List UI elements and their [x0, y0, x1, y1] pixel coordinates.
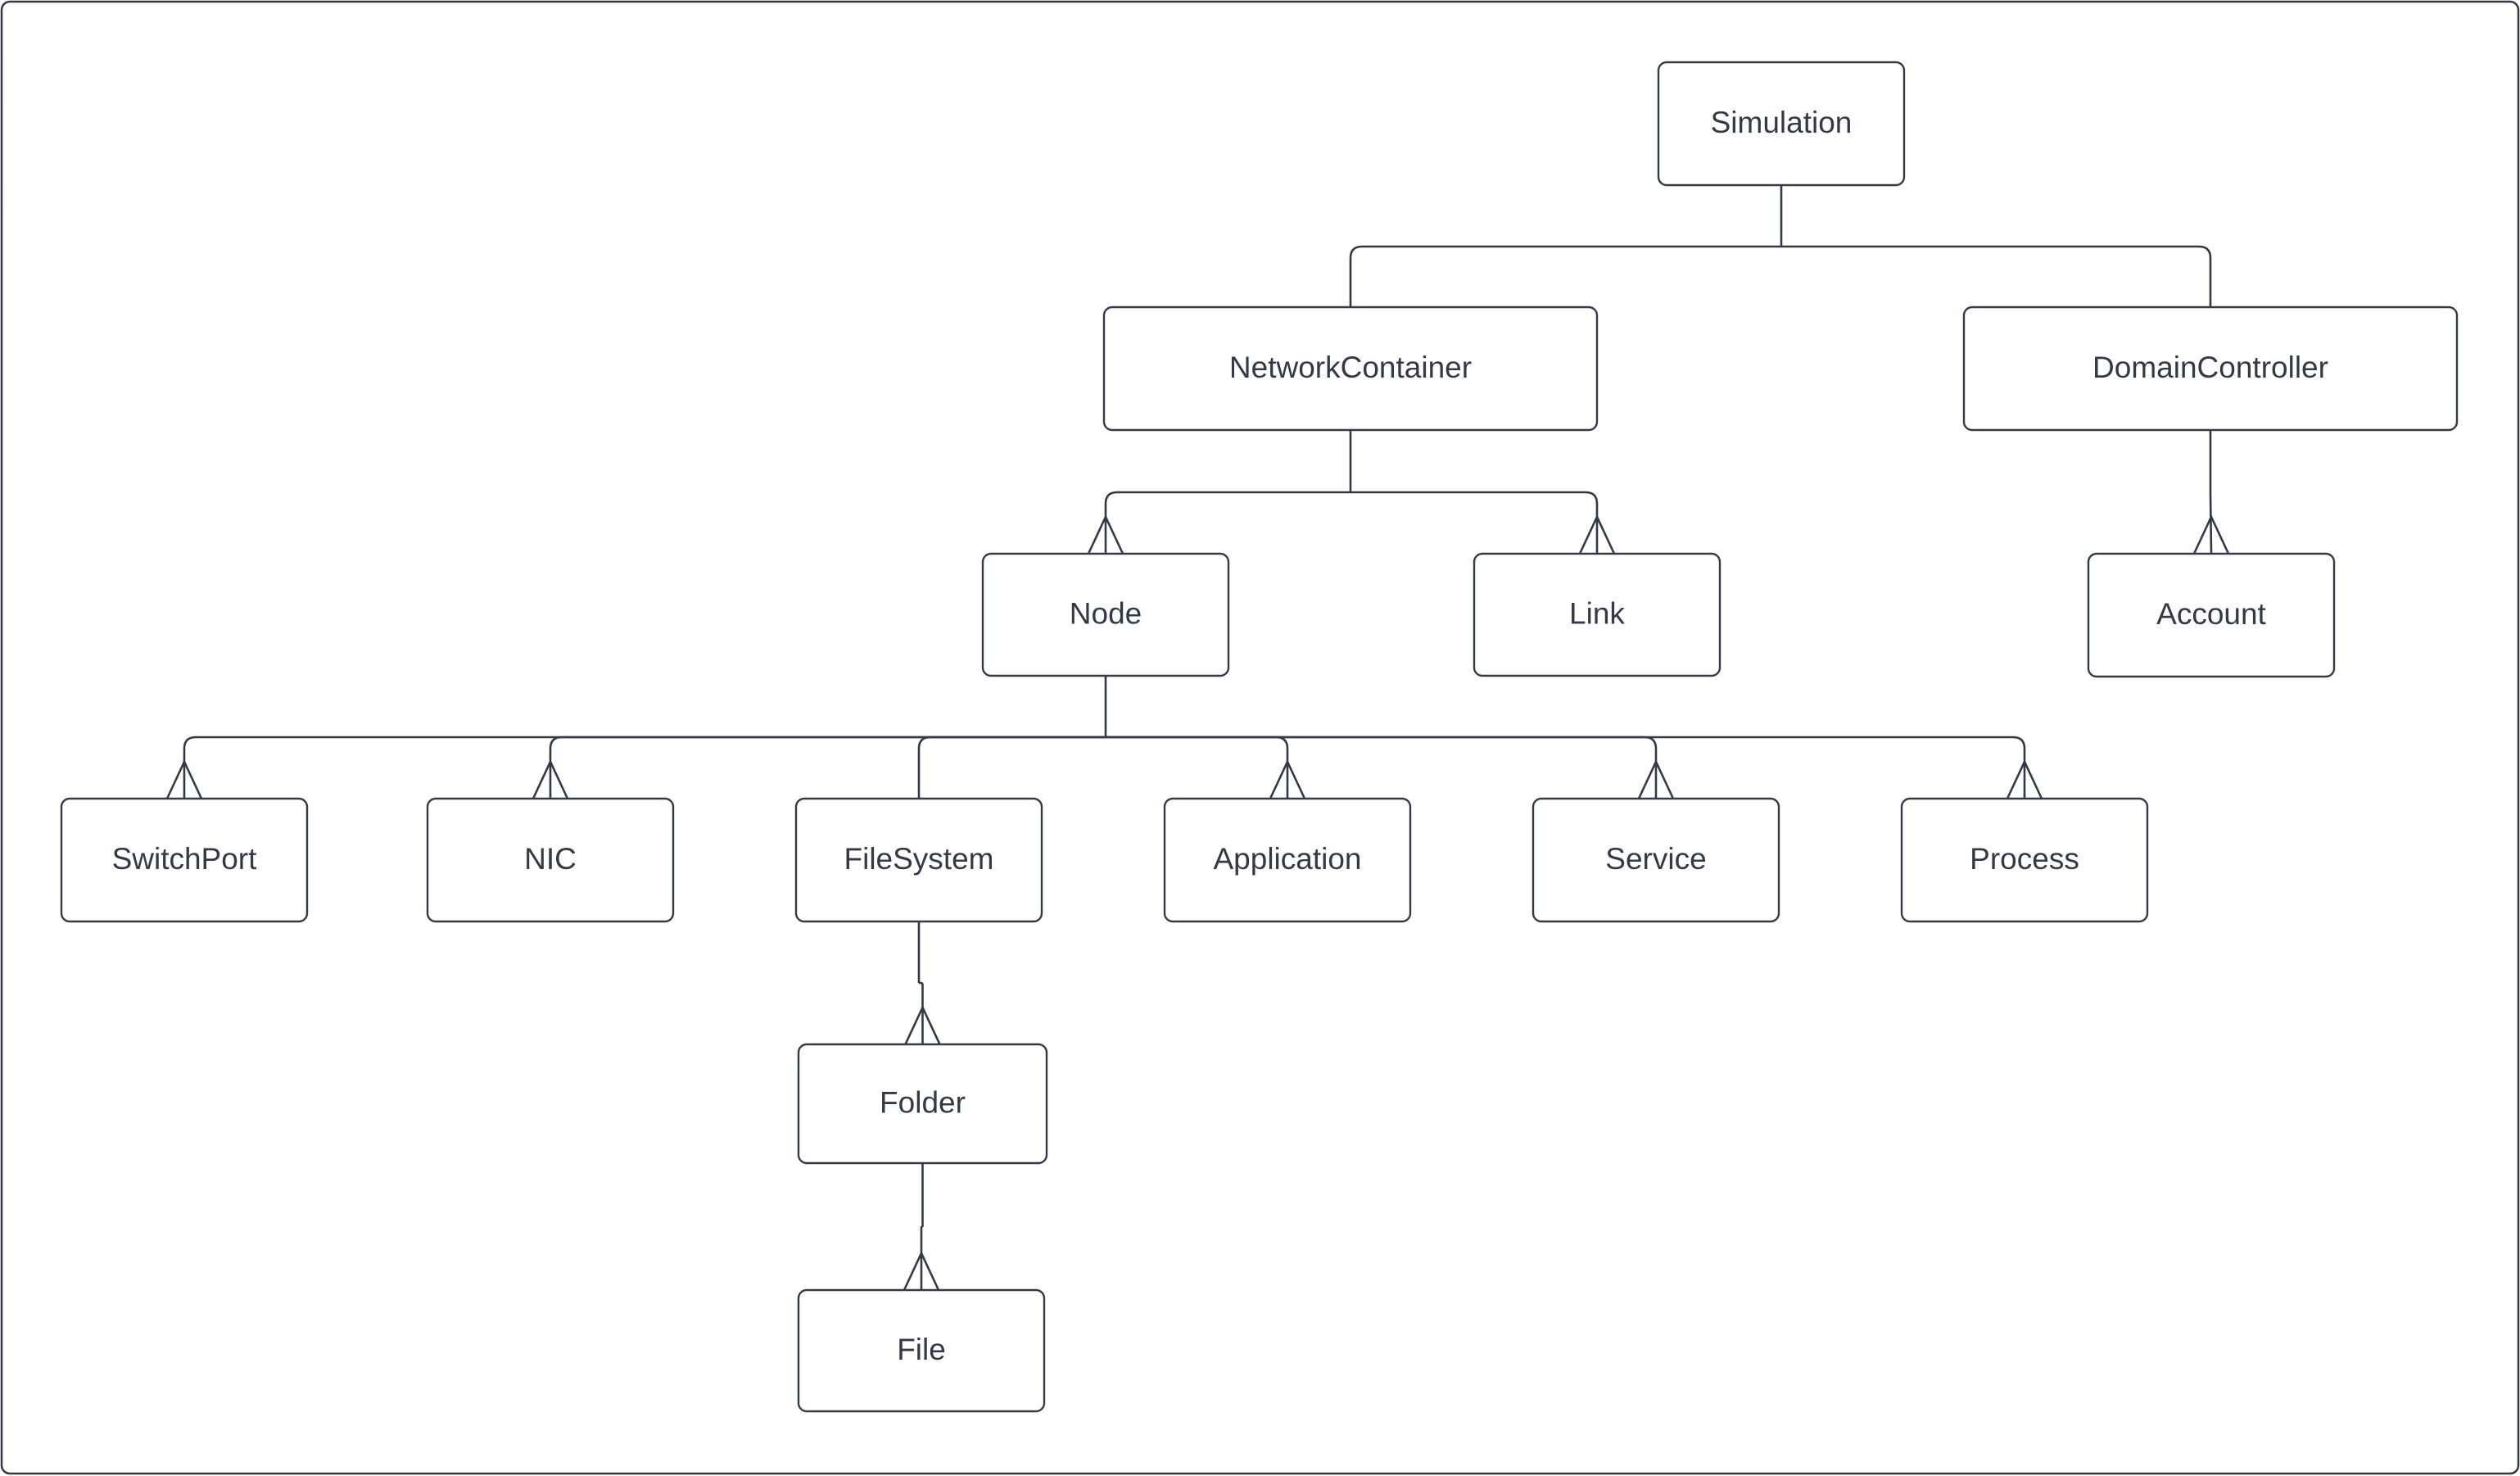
class-label: Account: [2156, 597, 2266, 631]
edge-connector: [183, 736, 1106, 799]
edge-connector: [1781, 245, 2212, 307]
generalization-arrow-icon: [532, 758, 569, 799]
class-node-application[interactable]: Application: [1163, 797, 1412, 923]
class-node-filesystem[interactable]: FileSystem: [794, 797, 1043, 923]
class-box[interactable]: [1962, 306, 2459, 432]
class-box[interactable]: [2087, 552, 2336, 678]
edge-group-simulation: [1349, 185, 2212, 307]
class-box[interactable]: [1473, 552, 1721, 677]
class-node-process[interactable]: Process: [1900, 797, 2149, 923]
class-node-file[interactable]: File: [797, 1288, 1046, 1413]
generalization-arrow-icon: [2006, 758, 2043, 799]
edge-connector: [920, 1225, 924, 1290]
edge-connector: [917, 736, 1106, 799]
class-label: Service: [1605, 842, 1706, 876]
class-box[interactable]: [1531, 797, 1780, 923]
class-label: Link: [1569, 596, 1625, 630]
class-box[interactable]: [1657, 61, 1906, 187]
class-box[interactable]: [797, 1043, 1048, 1165]
generalization-arrow-icon: [904, 1004, 941, 1045]
edge-connector: [1104, 491, 1350, 554]
edge-connector: [1349, 245, 1781, 307]
class-box[interactable]: [797, 1288, 1046, 1413]
generalization-arrow-icon: [1269, 758, 1306, 799]
edge-group-domaincontroller: [2192, 430, 2230, 555]
edge-layer: [165, 185, 2230, 1291]
class-node-service[interactable]: Service: [1531, 797, 1780, 923]
generalization-arrow-icon: [165, 758, 203, 799]
class-box[interactable]: [426, 797, 675, 923]
class-box[interactable]: [1163, 797, 1412, 923]
class-box[interactable]: [60, 797, 309, 923]
edge-group-filesystem: [904, 921, 941, 1045]
class-box[interactable]: [1900, 797, 2149, 923]
class-label: Node: [1070, 596, 1142, 630]
class-node-simulation[interactable]: Simulation: [1657, 61, 1906, 187]
edge-group-node: [165, 676, 2043, 799]
edge-connector: [1106, 736, 2026, 799]
edge-connector: [919, 981, 924, 1044]
class-node-account[interactable]: Account: [2087, 552, 2336, 678]
generalization-arrow-icon: [903, 1250, 940, 1291]
class-node-node[interactable]: Node: [981, 552, 1230, 677]
generalization-arrow-icon: [1637, 758, 1675, 799]
generalization-arrow-icon: [2192, 514, 2230, 555]
generalization-arrow-icon: [1087, 514, 1124, 555]
edge-group-folder: [903, 1163, 940, 1291]
edge-connector: [549, 736, 1106, 799]
class-label: Application: [1213, 842, 1361, 876]
class-node-domaincontroller[interactable]: DomainController: [1962, 306, 2459, 432]
class-node-link[interactable]: Link: [1473, 552, 1721, 677]
class-node-networkcontainer[interactable]: NetworkContainer: [1102, 306, 1599, 432]
edge-group-networkcontainer: [1087, 430, 1616, 555]
class-label: NetworkContainer: [1229, 351, 1472, 384]
class-label: SwitchPort: [112, 842, 258, 876]
class-box[interactable]: [794, 797, 1043, 923]
class-node-switchport[interactable]: SwitchPort: [60, 797, 309, 923]
edge-connector: [2209, 491, 2213, 555]
edge-connector: [1350, 491, 1599, 554]
class-label: NIC: [524, 842, 577, 876]
class-label: DomainController: [2092, 351, 2328, 384]
class-box[interactable]: [1102, 306, 1599, 432]
class-label: Process: [1970, 842, 2079, 876]
class-label: File: [897, 1333, 946, 1366]
class-label: FileSystem: [844, 842, 994, 876]
class-node-folder[interactable]: Folder: [797, 1043, 1048, 1165]
class-label: Simulation: [1711, 106, 1853, 139]
class-node-nic[interactable]: NIC: [426, 797, 675, 923]
class-box[interactable]: [981, 552, 1230, 677]
class-label: Folder: [880, 1085, 966, 1119]
generalization-arrow-icon: [1578, 514, 1616, 555]
